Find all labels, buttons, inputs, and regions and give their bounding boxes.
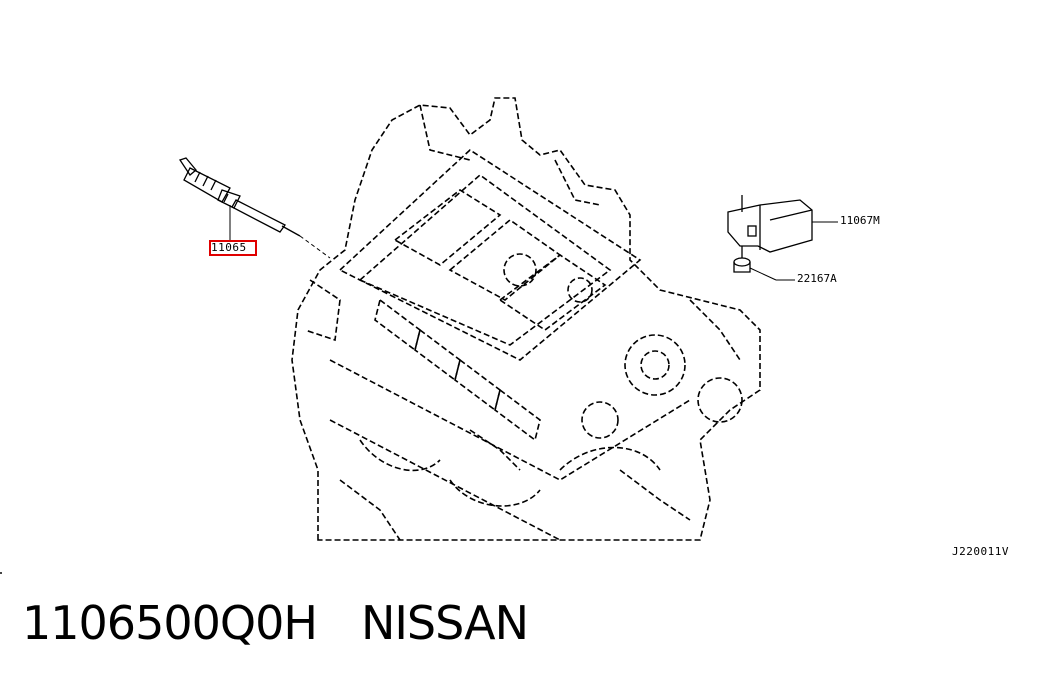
- part-caption: 1106500Q0H NISSAN: [22, 596, 529, 650]
- edge-dot: [0, 572, 2, 574]
- callout-relay-bolt: 22167A: [797, 272, 837, 285]
- glow-plug-drawing: [178, 157, 301, 237]
- callout-leaders: [749, 221, 838, 281]
- engine-block-outline: [291, 97, 761, 541]
- callout-glow-plug-highlighted[interactable]: 11065: [209, 240, 257, 256]
- engine-parts-diagram: [178, 97, 838, 541]
- callout-glow-relay: 11067M: [840, 214, 880, 227]
- brand-name: NISSAN: [360, 596, 529, 650]
- glow-plug-leader: [229, 205, 331, 259]
- part-number: 1106500Q0H: [22, 596, 318, 650]
- relay-bolt-drawing: [733, 246, 751, 273]
- glow-relay-drawing: [727, 195, 813, 253]
- diagram-code: J220011V: [952, 545, 1009, 558]
